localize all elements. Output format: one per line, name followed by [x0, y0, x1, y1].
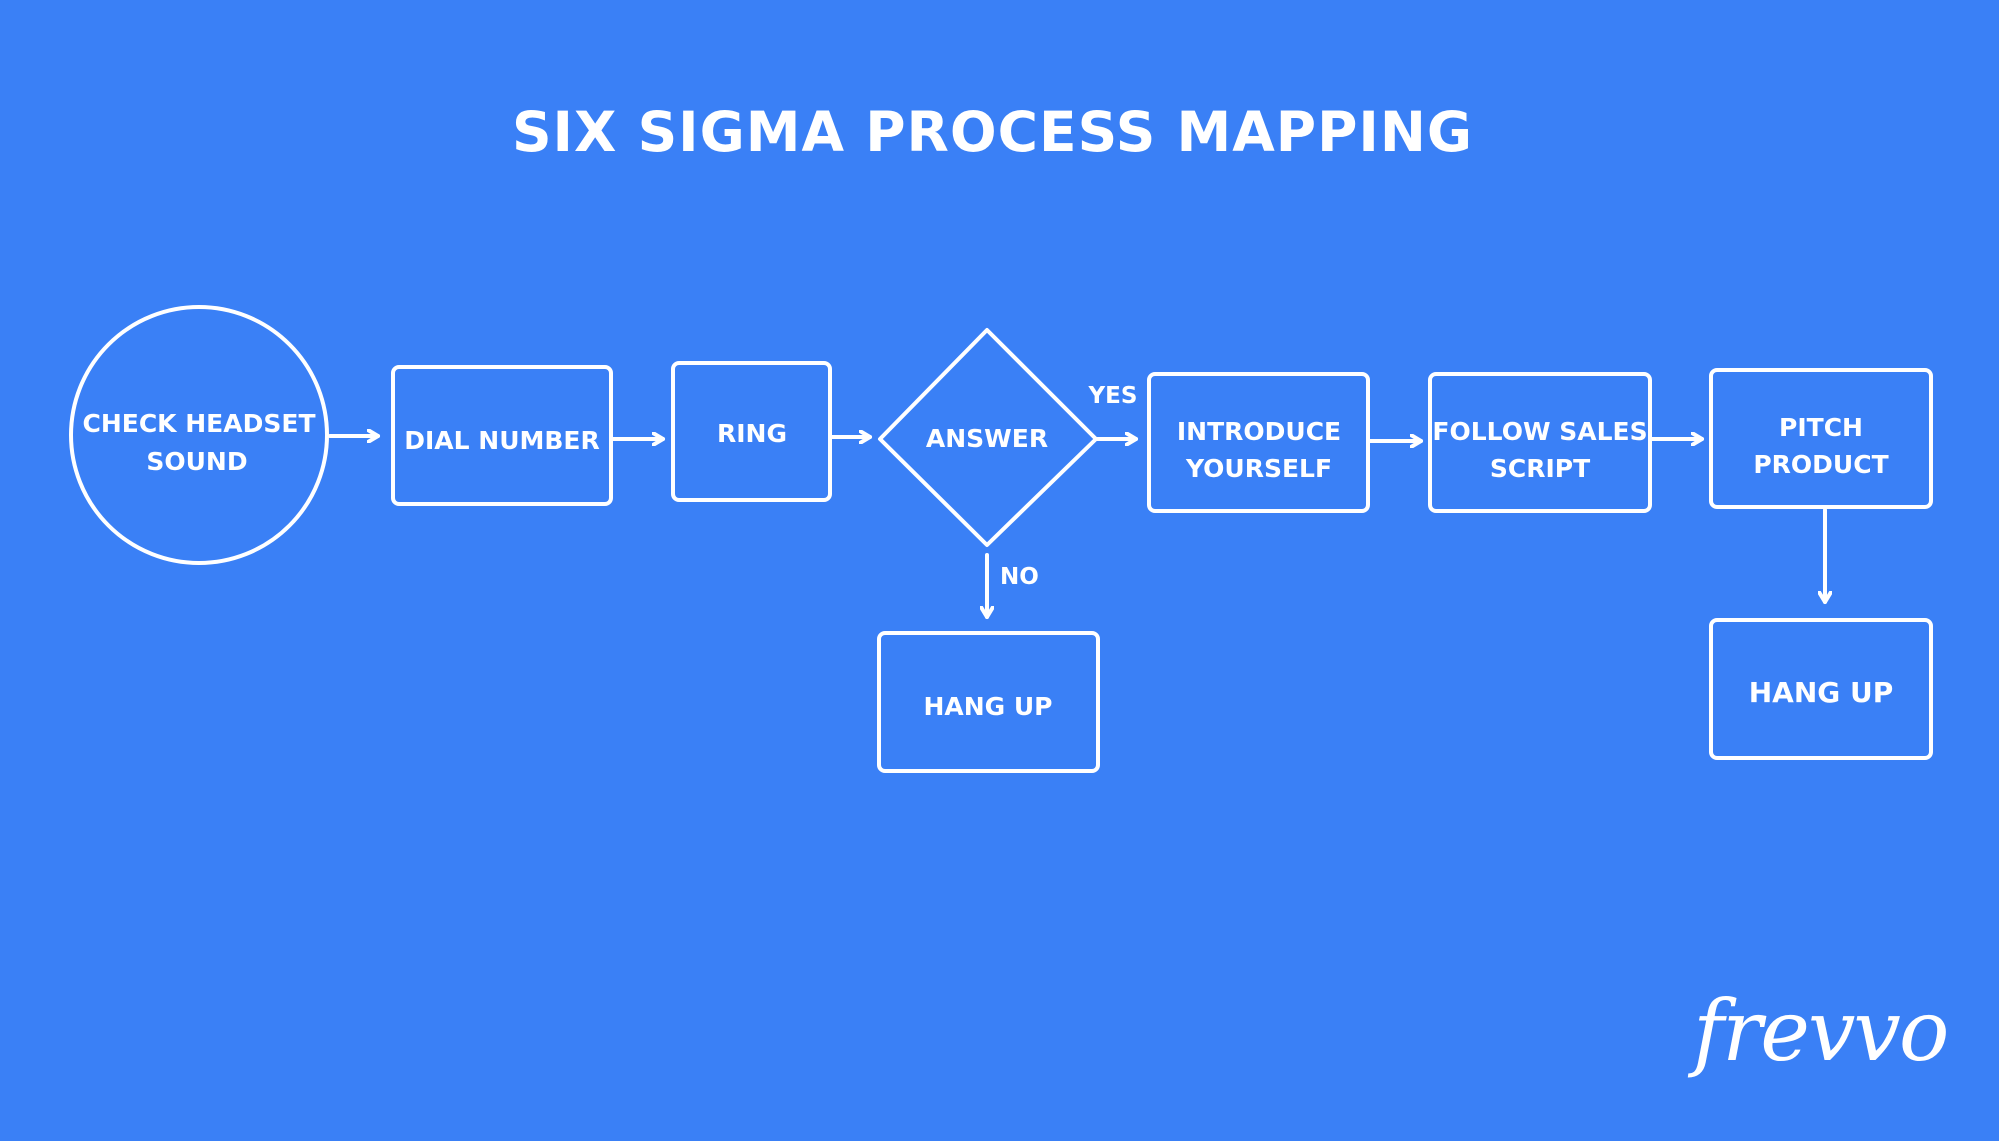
node-introduce	[1147, 372, 1370, 513]
node-hang-up-end	[1709, 618, 1933, 760]
label-hang-up-end: HANG UP	[1749, 676, 1894, 709]
node-pitch	[1709, 368, 1933, 509]
edge-label-yes: YES	[1088, 383, 1138, 409]
label-check-headset-2: SOUND	[146, 447, 247, 476]
label-ring: RING	[717, 419, 787, 448]
node-hang-up-no	[877, 631, 1100, 773]
edge-label-no: NO	[1000, 564, 1039, 590]
label-hang-up-no: HANG UP	[923, 692, 1052, 721]
edges	[328, 436, 1825, 619]
label-pitch-1: PITCH	[1779, 413, 1863, 442]
label-follow-script-1: FOLLOW SALES	[1432, 417, 1647, 446]
label-introduce-2: YOURSELF	[1185, 454, 1332, 483]
label-follow-script-2: SCRIPT	[1490, 454, 1590, 483]
label-pitch-2: PRODUCT	[1753, 450, 1888, 479]
label-answer: ANSWER	[926, 424, 1048, 453]
node-dial-number	[391, 365, 613, 506]
label-dial-number: DIAL NUMBER	[404, 426, 600, 455]
nodes	[69, 305, 1933, 773]
node-follow-script	[1428, 372, 1652, 513]
diagram-title: SIX SIGMA PROCESS MAPPING	[511, 100, 1474, 164]
label-introduce-1: INTRODUCE	[1177, 417, 1341, 446]
node-check-headset	[69, 305, 329, 565]
node-ring	[671, 361, 832, 502]
brand-logo: frevvo	[1693, 982, 1949, 1080]
label-check-headset-1: CHECK HEADSET	[82, 409, 315, 438]
node-answer	[878, 328, 1098, 547]
node-labels: CHECK HEADSET SOUND DIAL NUMBER RING ANS…	[82, 409, 1893, 721]
